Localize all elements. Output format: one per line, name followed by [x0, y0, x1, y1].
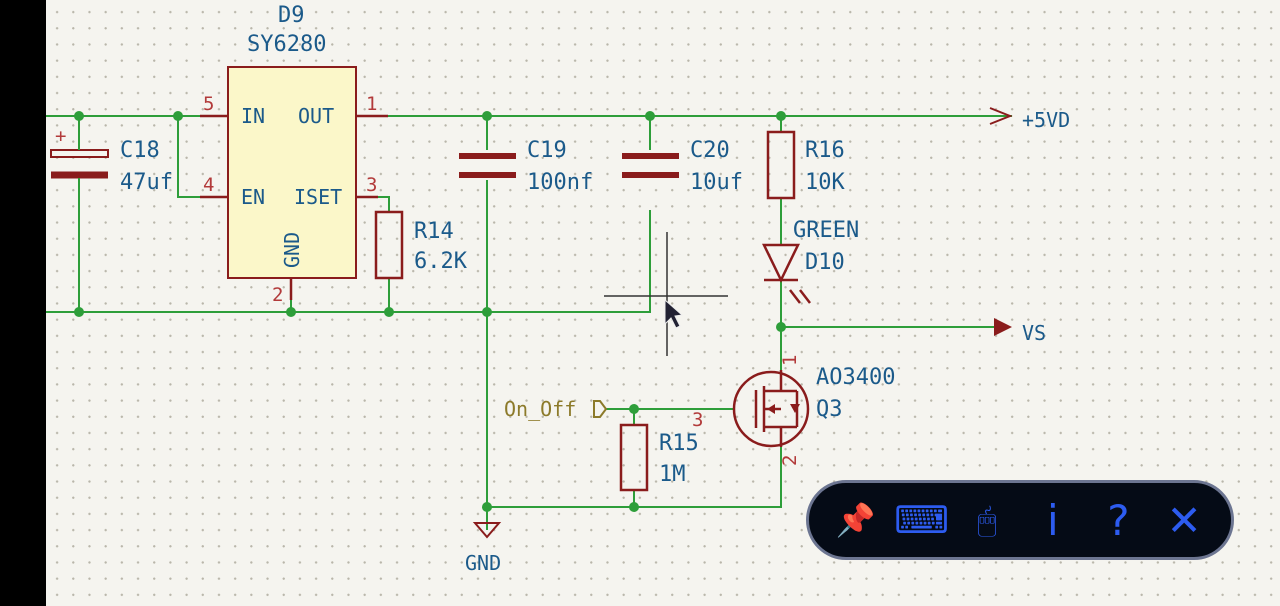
resistor-r14[interactable]: R14 6.2K: [374, 210, 468, 280]
mouse-icon[interactable]: 🖱: [977, 500, 997, 539]
net-gnd: GND: [465, 551, 501, 575]
capacitor-c19[interactable]: C19 100nf: [459, 138, 593, 195]
help-icon[interactable]: ?: [1107, 495, 1130, 545]
c19-value: 100nf: [527, 170, 593, 195]
c19-ref: C19: [527, 138, 567, 163]
info-icon[interactable]: i: [1046, 495, 1059, 545]
c18-ref: C18: [120, 138, 160, 163]
mosfet-q3[interactable]: AO3400 Q3 1 2 3: [692, 355, 895, 466]
c20-ref: C20: [690, 138, 730, 163]
led-d10[interactable]: GREEN D10: [762, 218, 859, 304]
r14-value: 6.2K: [414, 249, 468, 274]
keyboard-icon[interactable]: ⌨: [894, 498, 949, 542]
hier-label-on-off[interactable]: On_Off: [504, 397, 608, 421]
r15-value: 1M: [659, 462, 686, 487]
net-label-vs[interactable]: VS: [994, 318, 1046, 345]
d9-pin-en: EN: [241, 185, 265, 209]
resistor-r16[interactable]: R16 10K: [766, 130, 845, 200]
d9-pin-out: OUT: [298, 104, 334, 128]
left-edge-bar: [0, 0, 46, 606]
d9-pin3-num: 3: [366, 174, 377, 196]
d9-pin2-num: 2: [272, 284, 283, 306]
net-on-off: On_Off: [504, 397, 576, 421]
d10-value: GREEN: [793, 218, 859, 243]
q3-pin3-num: 3: [692, 409, 703, 431]
q3-value: AO3400: [816, 365, 895, 390]
d9-pin-iset: ISET: [294, 185, 342, 209]
d9-pin-in: IN: [241, 104, 265, 128]
power-flag-5vd[interactable]: +5VD: [989, 107, 1070, 132]
junction-dots: [74, 111, 786, 512]
d9-pin1-num: 1: [366, 93, 377, 115]
r16-value: 10K: [805, 170, 845, 195]
pin-icon[interactable]: 📌: [835, 501, 876, 539]
d9-pin4-num: 4: [203, 174, 214, 196]
net-vs: VS: [1022, 321, 1046, 345]
q3-ref: Q3: [816, 397, 843, 422]
c18-value: 47uf: [120, 170, 173, 195]
resistor-r15[interactable]: R15 1M: [619, 423, 699, 492]
capacitor-c20[interactable]: C20 10uf: [622, 138, 743, 195]
r16-ref: R16: [805, 138, 845, 163]
q3-pin2-num: 2: [779, 455, 801, 466]
d9-value: SY6280: [247, 32, 326, 57]
close-icon[interactable]: ✕: [1166, 495, 1202, 545]
wires: [46, 115, 1012, 530]
ic-d9[interactable]: D9 SY6280 IN OUT EN ISET GND 5 1 4 3 2: [200, 3, 388, 306]
floating-toolbar: 📌 ⌨ 🖱 i ? ✕: [806, 480, 1234, 560]
c20-value: 10uf: [690, 170, 743, 195]
ground-symbol[interactable]: GND: [465, 522, 502, 575]
q3-pin1-num: 1: [779, 355, 801, 366]
net-5vd: +5VD: [1022, 108, 1070, 132]
d9-pin5-num: 5: [203, 93, 214, 115]
r15-ref: R15: [659, 431, 699, 456]
capacitor-c18[interactable]: + C18 47uf: [50, 125, 173, 212]
d10-ref: D10: [805, 250, 845, 275]
c18-polarity: +: [55, 125, 66, 147]
d9-pin-gnd: GND: [280, 232, 304, 268]
crosshair-cursor: [604, 232, 728, 356]
d9-ref: D9: [278, 3, 305, 28]
r14-ref: R14: [414, 219, 454, 244]
